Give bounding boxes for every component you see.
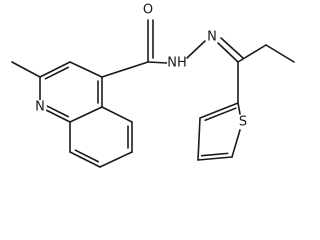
bond-th3-th2 xyxy=(199,102,239,119)
bond-th2-s xyxy=(237,102,241,115)
atom-thiophene-s: S xyxy=(236,115,250,130)
bond-layer xyxy=(11,19,295,168)
bond-nh-n xyxy=(186,40,206,59)
atom-label-layer: O NH N N S xyxy=(33,2,250,130)
atom-quinoline-n: N xyxy=(33,100,47,115)
bond-c7-c6 xyxy=(99,151,133,168)
amide-nh-label: NH xyxy=(167,56,187,71)
bond-c8-c7 xyxy=(69,151,101,168)
atom-oxygen: O xyxy=(140,2,156,18)
bond-ch2-ch3 xyxy=(265,44,295,63)
bond-n-c xyxy=(217,42,239,63)
bond-c5-c4a xyxy=(101,106,133,123)
bond-th3-th2-double xyxy=(204,107,237,122)
bond-carbonyl-nh xyxy=(147,61,168,64)
quinoline-n-label: N xyxy=(35,100,45,115)
bond-c2-c3 xyxy=(39,61,71,78)
bond-th5-th4-double xyxy=(200,152,229,157)
bond-c3-c4 xyxy=(69,61,103,78)
atom-hydrazone-n: N xyxy=(205,30,219,45)
molecule-structure-diagram: O NH N N S xyxy=(11,2,295,168)
bond-c8-c7-double xyxy=(74,149,100,163)
bond-th5-th4 xyxy=(197,156,233,161)
thiophene-s-label: S xyxy=(239,115,247,130)
bond-c2-c3-double xyxy=(44,66,70,80)
atom-amide-nh: NH xyxy=(167,53,187,73)
oxygen-label: O xyxy=(143,3,153,18)
bond-n-c-double xyxy=(220,37,244,59)
bond-c-ch2 xyxy=(237,44,267,63)
bond-c4a-c8a xyxy=(69,106,103,123)
bond-s-th5 xyxy=(231,129,241,158)
bond-c8a-n1-double xyxy=(44,104,70,118)
bond-methyl xyxy=(11,61,41,78)
hydrazone-n-label: N xyxy=(207,30,217,45)
bond-c4-carbonyl xyxy=(101,61,149,78)
bond-th4-th3 xyxy=(197,117,201,161)
